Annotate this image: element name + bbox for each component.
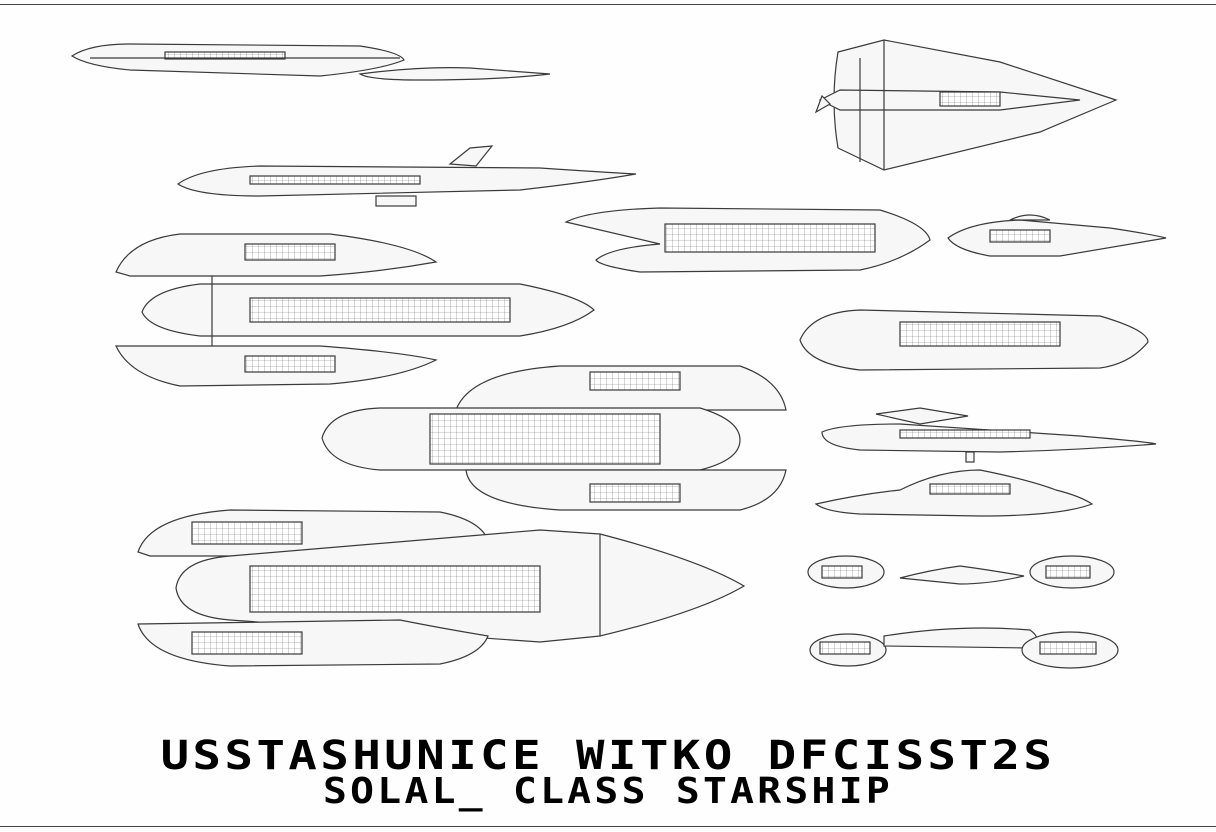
- ship-pods-row-lower: [809, 627, 1119, 669]
- ship-side-view-long: [176, 145, 637, 207]
- ship-small-side-view: [947, 214, 1167, 257]
- frame-border-top: [0, 4, 1216, 5]
- ship-side-view-top: [70, 43, 551, 81]
- ship-triple-hull-view: [115, 233, 595, 387]
- ship-pods-row-upper: [807, 555, 1115, 589]
- ship-saucer-profile: [814, 469, 1094, 517]
- starship-schematics: [70, 39, 1167, 669]
- blueprint-title-line-2: SOLAL_ CLASS STARSHIP: [323, 771, 893, 812]
- blueprint-title-line-1: USSTASHUNICE WITKO DFCISST2S: [160, 733, 1056, 779]
- ship-top-view-large: [137, 509, 746, 667]
- frame-border-bottom: [0, 826, 1216, 827]
- ship-top-view-arrowhead: [814, 39, 1118, 171]
- ship-long-hull-center: [564, 207, 931, 273]
- ship-top-view-center: [321, 365, 787, 511]
- ship-side-view-right-mid: [799, 309, 1149, 371]
- ship-slim-side-right: [821, 407, 1157, 463]
